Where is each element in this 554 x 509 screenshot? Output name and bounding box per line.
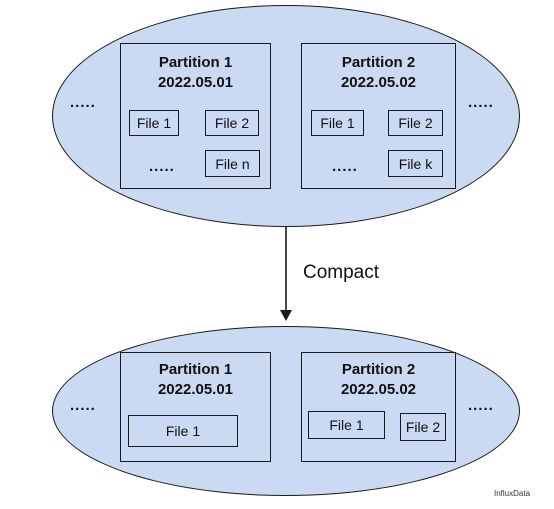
bottom-partition-2-date: 2022.05.02 (340, 381, 417, 398)
bottom-partition-2-title: Partition 2 (341, 361, 416, 378)
top-partition-1: Partition 1 2022.05.01 File 1 File 2 ...… (120, 43, 271, 189)
bottom-right-dots: ..... (468, 397, 494, 414)
top-left-dots: ..... (70, 94, 96, 111)
top-p1-file-2: File 2 (205, 110, 259, 136)
bottom-left-dots: ..... (70, 397, 96, 414)
top-p2-file-k: File k (388, 150, 443, 177)
bottom-partition-1-date: 2022.05.01 (157, 381, 234, 398)
top-p1-file-1: File 1 (129, 110, 179, 136)
bottom-p2-file-1: File 1 (308, 411, 385, 439)
top-p1-dots: ..... (149, 158, 175, 175)
top-partition-2: Partition 2 2022.05.02 File 1 File 2 ...… (301, 43, 456, 189)
compact-label: Compact (303, 262, 380, 283)
bottom-partition-1-title: Partition 1 (158, 361, 233, 378)
top-partition-1-date: 2022.05.01 (157, 74, 234, 91)
top-p2-file-1: File 1 (311, 110, 364, 136)
top-partition-1-title: Partition 1 (158, 54, 233, 71)
top-p2-file-2: File 2 (388, 110, 443, 136)
bottom-p1-file-1: File 1 (128, 415, 238, 447)
bottom-p2-file-2: File 2 (400, 413, 446, 441)
top-partition-2-title: Partition 2 (341, 54, 416, 71)
top-right-dots: ..... (468, 94, 494, 111)
bottom-partition-1: Partition 1 2022.05.01 File 1 (120, 352, 271, 462)
top-partition-2-date: 2022.05.02 (340, 74, 417, 91)
compact-arrow (280, 226, 292, 321)
credit-label: InfluxData (494, 489, 531, 498)
bottom-partition-2: Partition 2 2022.05.02 File 1 File 2 (301, 352, 456, 462)
top-p1-file-n: File n (205, 150, 260, 177)
top-p2-dots: ..... (332, 158, 358, 175)
